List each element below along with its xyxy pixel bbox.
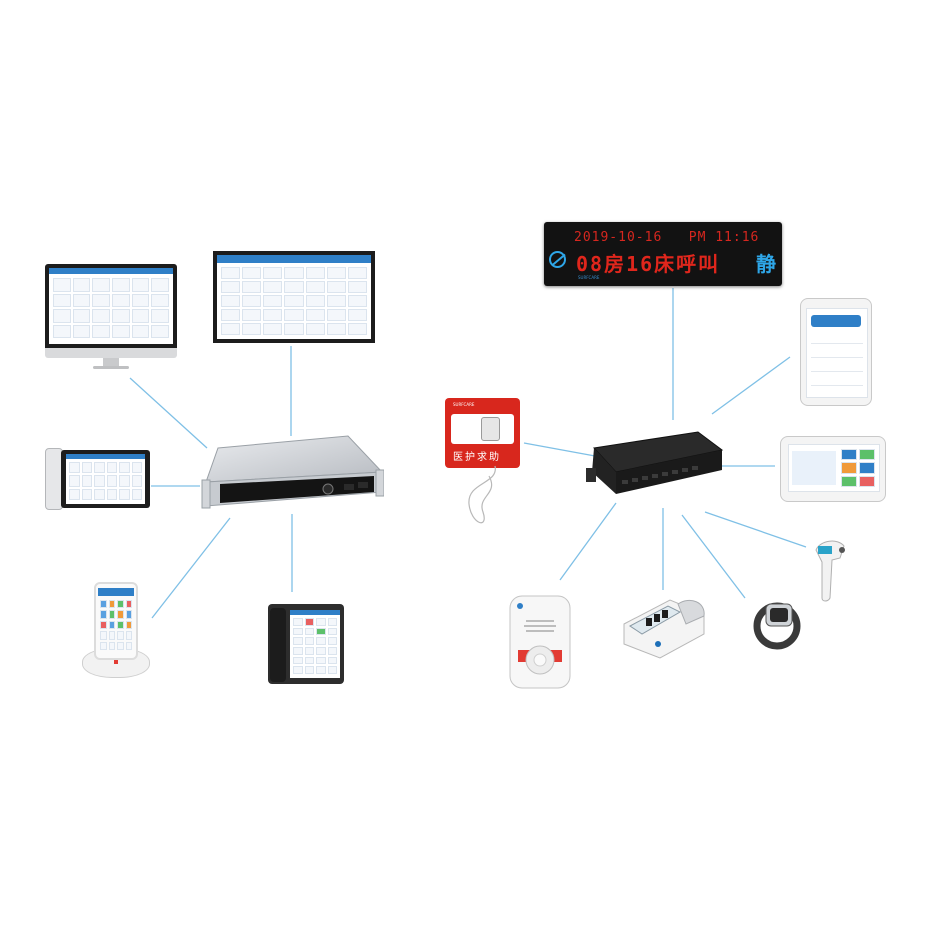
connector-line xyxy=(711,356,791,415)
call-key xyxy=(481,417,500,441)
bedside-phone-extension-icon xyxy=(268,600,344,686)
bedside-tablet-icon xyxy=(800,298,872,406)
connector-line xyxy=(151,517,231,619)
door-side-display-icon xyxy=(780,436,886,502)
pull-cord-icon xyxy=(468,465,496,524)
call-button-label: 医护求助 xyxy=(453,452,501,463)
connector-line xyxy=(129,377,208,449)
desk-phone-with-screen-icon xyxy=(45,448,150,510)
imac-nurse-station-workstation-icon xyxy=(45,264,177,372)
wireless-alarm-pager-icon xyxy=(509,595,571,689)
emergency-call-button-icon: SURFCARE 医护求助 xyxy=(445,398,525,534)
call-button-face xyxy=(451,414,514,444)
server-host-icon xyxy=(201,435,384,509)
blood-pressure-monitor-icon xyxy=(623,599,705,659)
connector-line xyxy=(681,514,746,599)
network-switch-icon xyxy=(586,431,724,494)
led-quiet-sign: 静 xyxy=(756,252,776,276)
handheld-terminal-icon xyxy=(82,582,150,682)
call-button-brand: SURFCARE xyxy=(453,402,475,407)
connector-line xyxy=(559,502,617,581)
connector-line xyxy=(523,442,596,457)
led-datetime: 2019-10-16 PM 11:16 xyxy=(574,230,760,245)
led-call-message: 08房16床呼叫 xyxy=(576,252,721,276)
led-brand: SURFCARE xyxy=(578,275,600,280)
connector-line xyxy=(704,511,807,548)
led-corridor-display-icon: 2019-10-16 PM 11:16 08房16床呼叫 静 SURFCARE xyxy=(544,222,782,286)
no-smoking-icon xyxy=(549,251,566,268)
smart-wristband-icon xyxy=(753,602,801,650)
wall-monitor-display-icon xyxy=(213,251,375,347)
infrared-thermometer-icon xyxy=(815,540,845,602)
